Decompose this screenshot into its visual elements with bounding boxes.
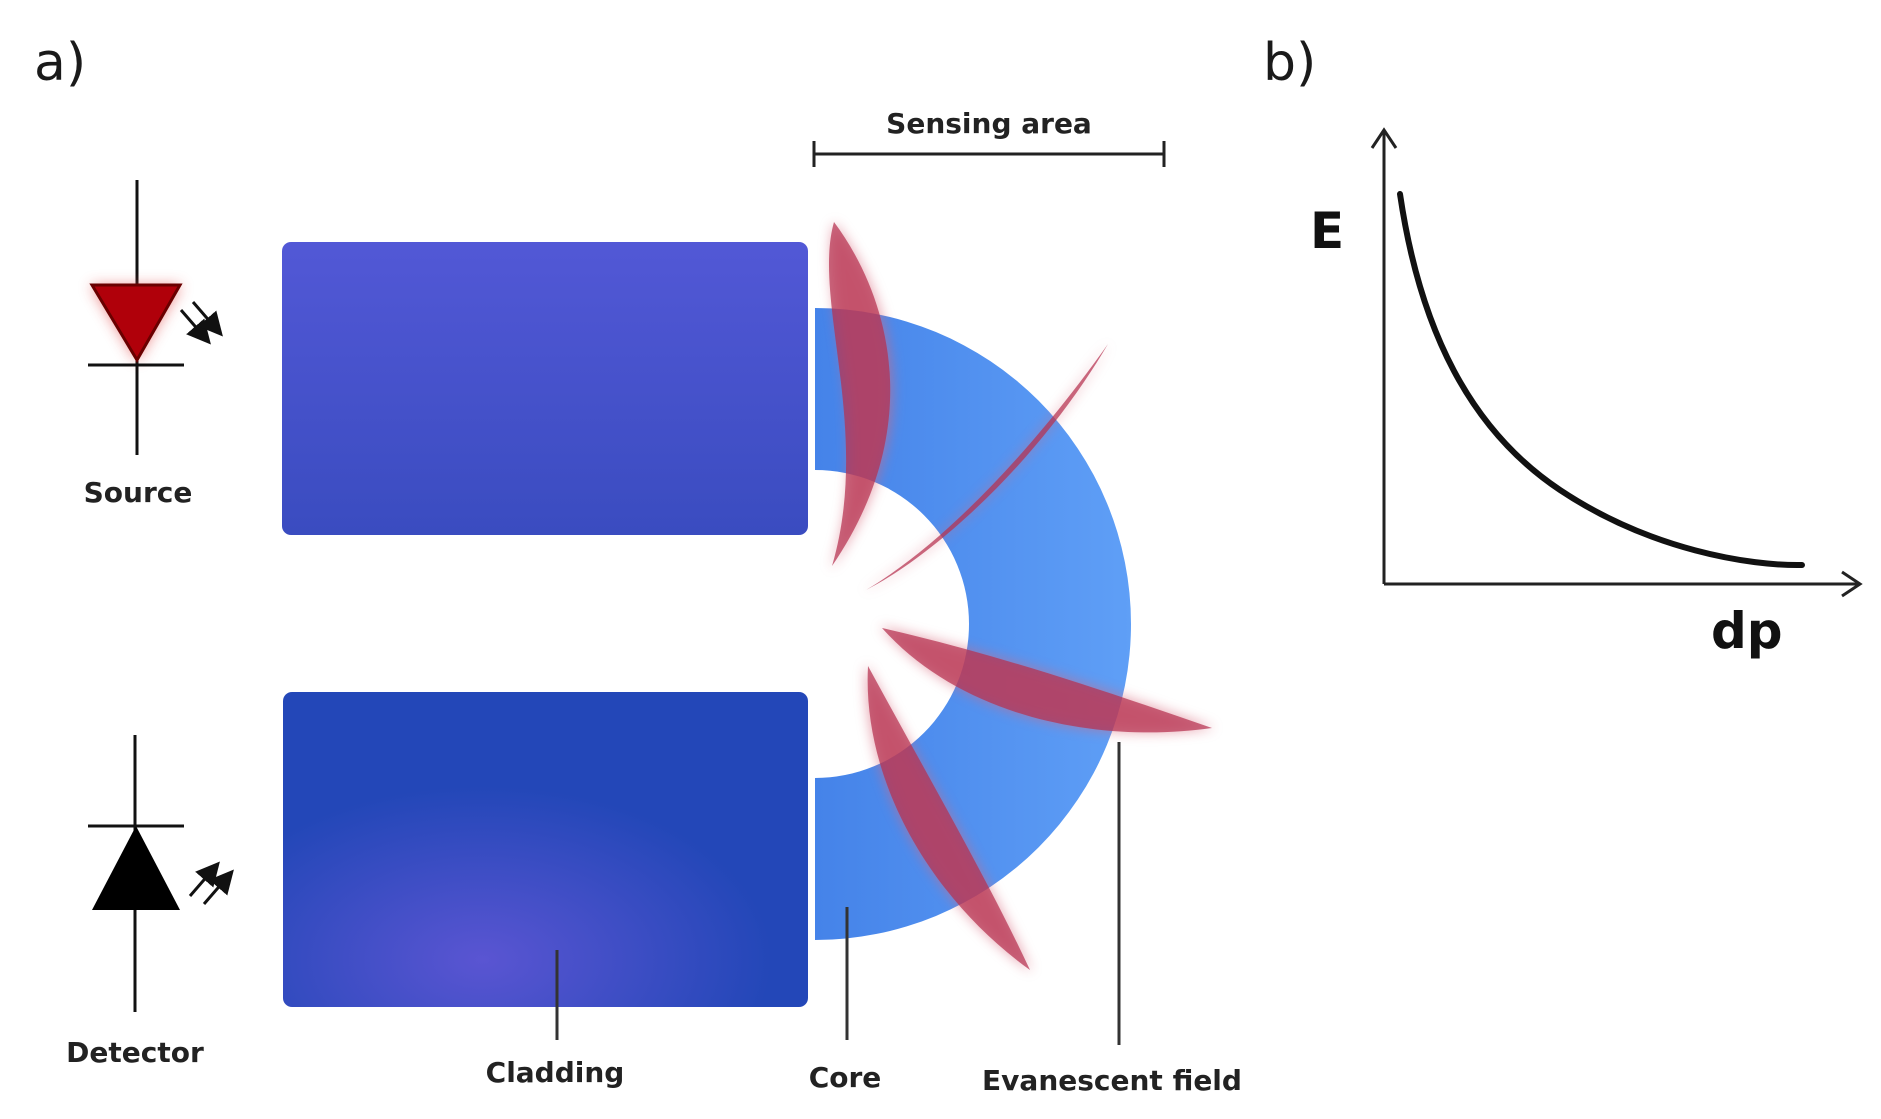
photodiode-icon bbox=[88, 735, 234, 1012]
core-label: Core bbox=[809, 1061, 882, 1094]
x-axis-label: dp bbox=[1711, 602, 1783, 660]
detector-label: Detector bbox=[66, 1036, 204, 1069]
y-axis-arrow bbox=[1370, 127, 1398, 149]
decay-plot: E dp bbox=[1310, 127, 1863, 660]
panel-label-a: a) bbox=[34, 33, 86, 93]
source-label: Source bbox=[84, 476, 193, 509]
y-axis-label: E bbox=[1310, 202, 1344, 260]
sensing-area-label: Sensing area bbox=[886, 107, 1092, 140]
panel-label-b: b) bbox=[1263, 33, 1316, 93]
evanescent-field bbox=[828, 222, 1215, 972]
cladding-label: Cladding bbox=[486, 1056, 625, 1089]
led-icon bbox=[88, 180, 223, 455]
decay-curve bbox=[1397, 191, 1805, 569]
evanescent-field-label: Evanescent field bbox=[982, 1064, 1242, 1097]
sensing-area-bracket bbox=[812, 141, 1166, 167]
cladding-top bbox=[282, 242, 808, 535]
x-axis-arrow bbox=[1841, 570, 1863, 598]
cladding-bottom bbox=[283, 692, 808, 1007]
